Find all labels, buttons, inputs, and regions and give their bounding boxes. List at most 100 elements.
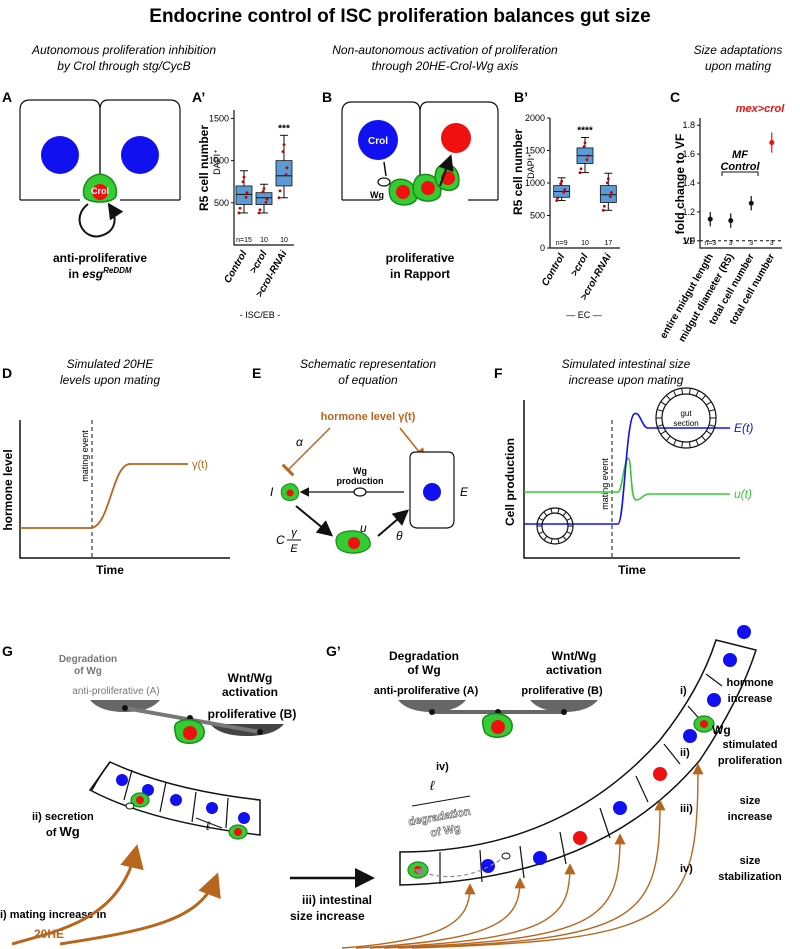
axis-lines [699,118,782,249]
panel-a-prime-ysub: DAPI⁺ [212,149,222,175]
segment-line [681,441,684,448]
secretion-label: ii) secretion [32,811,94,823]
enterocyte-outline-right [419,101,499,200]
data-point [585,158,589,162]
ec-nucleus [170,794,182,806]
segment-line [708,424,715,427]
data-point [282,143,286,147]
legend-line2: stabilization [718,871,782,883]
legend-number: iv) [680,863,693,875]
I-label: I [270,485,274,499]
tilted-balance-scale [90,700,284,744]
segment-line [673,439,677,446]
panel-d-ylabel: hormone level [1,449,15,530]
panel-g-letter: G [2,643,13,659]
significance-label: *** [278,123,290,134]
segment-line [708,409,715,412]
hormone-arrow [411,763,704,949]
hormone-arrows [341,763,704,949]
segment-line [562,535,567,541]
panel-c-ylabel: fold change to VF [673,134,687,235]
small-gut-section [536,507,574,545]
cell-boundary [519,845,525,879]
wg-vesicle-icon [353,487,367,497]
segment-line [550,538,553,544]
hormone-level-label: hormone level γ(t) [321,411,416,423]
box [255,192,273,205]
autoinhibition-arrow [78,202,124,238]
E-curve-label: E(t) [734,421,753,435]
data-point [562,190,566,194]
panel-b-prime-ysub: DAPI⁺ [526,153,536,179]
wg-production-line1: Wg [353,466,367,476]
panel-c-mex-label: mex>crol [736,103,786,115]
legend-line1: hormone [726,677,773,689]
y-tick-label: 1500 [209,113,229,123]
segment-line [538,517,544,521]
panel-b-header-line2: through 20HE-Crol-Wg axis [372,59,519,73]
ec-nucleus [142,784,154,796]
data-point [608,195,612,198]
proliferation-arrow [438,154,454,187]
wnt-label-line1: Wnt/Wg [228,671,273,685]
y-tick-label: 500 [530,211,545,221]
segment-line [695,439,699,446]
wg-vesicle [501,852,511,860]
n-label: 10 [260,237,268,244]
data-point [258,208,262,212]
iv-label: iv) [436,761,449,773]
cell-boundary [663,743,681,765]
segment-line [705,430,712,435]
panel-a-prime-ylabel: R5 cell number [197,125,211,211]
wg-vesicle [125,802,135,810]
wg-label: Wg [370,190,384,200]
proliferative-label: proliferative (B) [208,707,297,721]
segment-line [660,430,667,435]
isc-to-progenitor-arrow [295,505,334,537]
ell-label: ℓ [206,819,211,833]
enterocyte-nucleus-right [121,136,159,174]
hormone-arrow [383,833,626,949]
hormone-arrow [397,799,666,949]
data-point [748,200,754,206]
segment-line [543,535,548,541]
legend-number: iii) [680,803,693,815]
legend-line1: size [740,855,761,867]
segment-line [688,441,691,448]
stage-legend: i)hormoneincreaseii)stimulatedproliferat… [680,677,782,883]
panel-c-control-label: Control [720,161,760,173]
wg-vesicle [377,177,391,187]
hormone-inhibition-line [281,427,331,477]
data-point [601,208,605,212]
panel-a: A Autonomous proliferation inhibition by… [2,43,216,281]
data-point [563,188,567,192]
mating-event-label: mating event [80,430,90,482]
ell-bracket [411,795,471,807]
u-label: u [360,521,367,535]
segment-line [657,424,664,427]
n-label: n=15 [236,237,252,244]
panel-c: C Size adaptations upon mating fold chan… [658,43,785,344]
segment-line [681,388,684,395]
panel-f-axes [523,400,740,559]
panel-f-ylabel: Cell production [503,438,517,526]
enterocyte-outline-left [341,101,421,200]
data-point [605,181,609,185]
crol-label: Crol [368,136,388,147]
panel-d: D Simulated 20HE levels upon mating horm… [1,357,230,577]
isc-icon-nucleus [286,489,294,497]
cell-boundary [559,831,567,865]
wg-label: Wg [712,723,731,737]
curved-gut-epithelium-large [399,625,757,886]
data-point [261,190,265,194]
panel-a-letter: A [2,89,12,105]
cell-boundary [599,807,611,839]
panel-f: F Simulated intestinal size increase upo… [494,357,753,577]
cell-boundary [705,673,723,687]
legend-line2: increase [728,811,773,823]
panel-g-prime: G’ Degradation of Wg Wnt/Wg activation a… [326,625,757,949]
enterocyte-nucleus-left [358,120,398,160]
ec-nucleus [238,812,250,824]
proliferative-label: proliferative (B) [521,685,603,697]
